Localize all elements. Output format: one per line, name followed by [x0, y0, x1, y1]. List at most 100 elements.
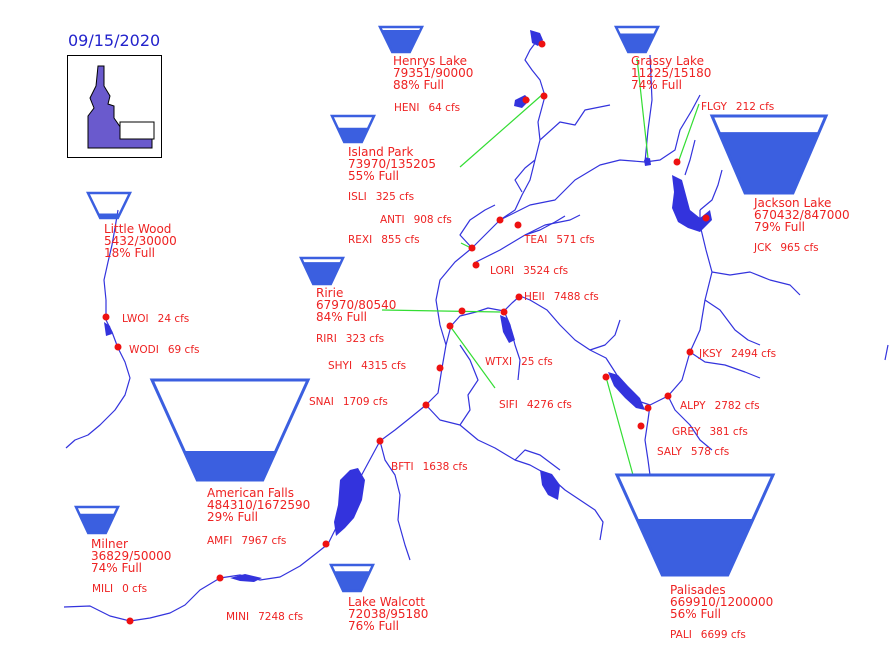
station-dot-isli — [522, 96, 530, 104]
gauge-outline — [86, 191, 132, 220]
blackfoot-res-shape — [540, 470, 560, 500]
station-dot-henrys — [538, 40, 546, 48]
gauge-outline — [329, 563, 375, 593]
reservoir-percent: 79% Full — [754, 220, 806, 234]
reservoir-label-lake-walcott: Lake Walcott 72038/95180 76% Full — [348, 596, 428, 632]
creek-henrys-2 — [514, 159, 536, 193]
station-dot-saly — [637, 422, 645, 430]
teton-river-b — [524, 215, 566, 236]
reservoir-label-henrys: Henrys Lake 79351/90000 88% Full — [393, 55, 473, 91]
station-dot-rexi — [468, 244, 476, 252]
station-dot-grassy — [644, 157, 650, 163]
reservoir-gauges — [74, 25, 829, 593]
jackson-lake-shape — [672, 175, 712, 232]
reservoir-storage: 73970/135205 — [348, 157, 437, 171]
gauge-fill — [79, 513, 115, 533]
reservoir-percent: 74% Full — [631, 78, 683, 92]
link-palisades — [605, 376, 634, 476]
snake-upper — [699, 169, 723, 211]
reservoir-label-palisades: Palisades 669910/1200000 56% Full — [670, 584, 773, 620]
station-dot-mini — [216, 574, 224, 582]
station-dot-lwoi — [102, 313, 110, 321]
little-wood-res-shape — [104, 322, 112, 336]
river-network — [63, 41, 889, 622]
gauge-milner — [74, 505, 120, 535]
henrys-fork-branch — [459, 204, 496, 249]
willow-creek — [503, 310, 521, 381]
gauge-fill — [636, 519, 754, 575]
reservoir-storage: 11225/15180 — [631, 66, 712, 80]
station-dot-wodi — [114, 343, 122, 351]
lake-walcott-shape — [230, 574, 262, 582]
gauge-outline — [149, 378, 311, 482]
station-dot-sifi — [458, 307, 466, 315]
right-edge-creek — [884, 344, 889, 361]
gauge-outline — [74, 505, 120, 535]
reservoir-storage: 5432/30000 — [104, 234, 177, 248]
idaho-outline-icon — [87, 65, 155, 149]
station-dot-mili — [126, 617, 134, 625]
reservoir-percent: 84% Full — [316, 310, 368, 324]
spring-creek — [589, 319, 621, 351]
gauge-american-falls — [149, 378, 311, 482]
gauge-outline — [709, 114, 829, 195]
portneuf-river — [379, 440, 411, 561]
station-dot-alpy — [664, 392, 672, 400]
palisades-shape — [608, 372, 645, 410]
reservoir-name: Palisades — [670, 583, 726, 597]
station-dot-snai — [422, 401, 430, 409]
gauge-lake-walcott — [329, 563, 375, 593]
station-dot-flgy — [673, 158, 681, 166]
gauge-fill — [333, 571, 371, 591]
station-dot-bfti — [376, 437, 384, 445]
american-falls-shape — [334, 468, 365, 536]
gros-ventre — [711, 271, 801, 296]
fall-river — [499, 54, 653, 221]
reservoir-storage: 670432/847000 — [754, 208, 850, 222]
map-date: 09/15/2020 — [68, 31, 161, 50]
gauge-outline — [299, 256, 345, 286]
gauge-jackson — [709, 114, 829, 195]
gauge-fill — [619, 33, 655, 52]
link-lines — [381, 57, 700, 476]
station-dot-amfi — [322, 540, 330, 548]
reservoir-name: Henrys Lake — [393, 54, 468, 68]
reservoir-label-grassy: Grassy Lake 11225/15180 74% Full — [631, 55, 711, 91]
creek-henrys-1 — [539, 104, 611, 141]
link-flgy — [678, 103, 700, 161]
reservoir-name: American Falls — [207, 486, 294, 500]
reservoir-storage: 484310/1672590 — [207, 498, 311, 512]
station-dot-teai — [514, 221, 522, 229]
grassy-link — [644, 94, 701, 163]
station-dot-heii — [515, 293, 523, 301]
reservoir-storage: 79351/90000 — [393, 66, 474, 80]
lake-shapes — [104, 30, 712, 582]
link-henrys — [459, 93, 544, 168]
reservoir-percent: 88% Full — [393, 78, 445, 92]
salt-river — [644, 404, 651, 476]
reservoir-name: Milner — [91, 537, 128, 551]
station-dot-jksy — [686, 348, 694, 356]
blackfoot-branch-b — [514, 449, 561, 471]
reservoir-percent: 74% Full — [91, 561, 143, 575]
reservoir-percent: 55% Full — [348, 169, 400, 183]
station-dot-pali — [602, 373, 610, 381]
blackfoot-branch — [459, 344, 479, 426]
reservoir-name: Jackson Lake — [754, 196, 832, 210]
reservoir-storage: 72038/95180 — [348, 607, 429, 621]
station-dot-riri — [446, 322, 454, 330]
station-dot-lori — [472, 261, 480, 269]
gauge-palisades — [614, 473, 776, 577]
reservoir-label-american-falls: American Falls 484310/1672590 29% Full — [207, 487, 310, 523]
